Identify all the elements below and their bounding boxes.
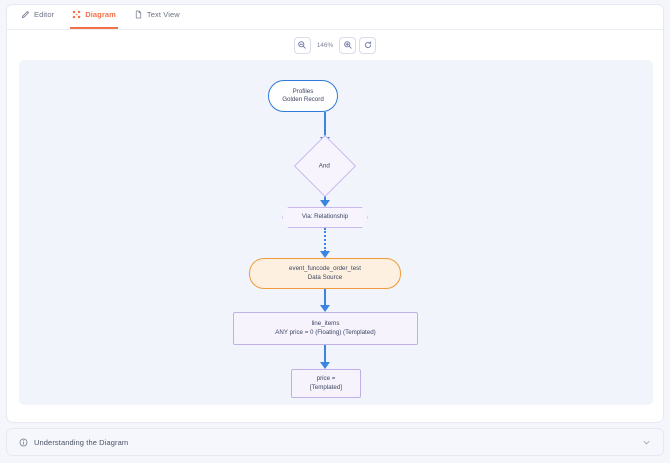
tab-text-view[interactable]: Text View: [132, 5, 182, 29]
canvas-wrapper: Profiles Golden Record And Via: Relation…: [7, 60, 663, 417]
edge-lineitems-to-price: [324, 345, 326, 362]
node-datasource-line2: Data Source: [307, 273, 343, 281]
zoom-toolbar: 146%: [7, 30, 663, 60]
arrowhead-lineitems: [320, 305, 330, 312]
diagram-canvas[interactable]: Profiles Golden Record And Via: Relation…: [19, 60, 653, 405]
node-and[interactable]: And: [293, 134, 357, 198]
reset-icon: [364, 41, 371, 49]
tab-diagram[interactable]: Diagram: [70, 5, 118, 29]
document-icon: [134, 10, 143, 19]
zoom-level-label: 146%: [316, 41, 334, 49]
zoom-out-icon: [298, 41, 306, 49]
node-lineitems-line2: ANY price = 0 (Floating) (Templated): [275, 328, 376, 336]
tab-editor-label: Editor: [34, 9, 55, 19]
understanding-diagram-accordion[interactable]: Understanding the Diagram: [6, 428, 664, 456]
arrowhead-via: [320, 200, 330, 207]
edge-profiles-to-and: [324, 112, 326, 138]
edge-datasource-to-lineitems: [324, 289, 326, 306]
node-and-label: And: [319, 162, 331, 170]
node-profiles-line2: Golden Record: [282, 96, 324, 103]
node-price[interactable]: price = [Templated]: [291, 369, 361, 398]
node-line-items[interactable]: line_items ANY price = 0 (Floating) (Tem…: [233, 312, 418, 345]
node-via-relationship[interactable]: Via: Relationship: [282, 207, 368, 228]
node-datasource-line1: event_funcode_order_test: [289, 265, 361, 273]
node-price-line2: [Templated]: [310, 383, 342, 391]
chevron-down-icon[interactable]: [642, 438, 651, 447]
node-profiles-line1: Profiles: [292, 87, 314, 95]
zoom-in-icon: [344, 41, 352, 49]
tab-text-view-label: Text View: [146, 9, 180, 19]
diagram-card: Editor Diagram: [6, 4, 664, 423]
reset-view-button[interactable]: [359, 36, 377, 54]
info-icon: [19, 438, 28, 447]
zoom-out-button[interactable]: [293, 36, 311, 54]
arrowhead-price: [320, 362, 330, 369]
arrowhead-datasource: [320, 251, 330, 258]
accordion-title: Understanding the Diagram: [34, 437, 129, 447]
zoom-in-button[interactable]: [339, 36, 357, 54]
node-price-line1: price =: [316, 375, 336, 383]
accordion-header: Understanding the Diagram: [19, 438, 642, 447]
tab-diagram-label: Diagram: [85, 9, 116, 19]
tab-bar: Editor Diagram: [7, 5, 663, 30]
tab-editor[interactable]: Editor: [19, 5, 56, 29]
nodes-icon: [72, 10, 81, 19]
node-lineitems-line1: line_items: [311, 320, 340, 328]
node-profiles-golden-record[interactable]: Profiles Golden Record: [268, 80, 338, 112]
edge-via-to-datasource: [324, 228, 326, 252]
node-via-label: Via: Relationship: [301, 213, 349, 221]
pencil-icon: [21, 10, 30, 19]
node-data-source[interactable]: event_funcode_order_test Data Source: [249, 258, 401, 289]
